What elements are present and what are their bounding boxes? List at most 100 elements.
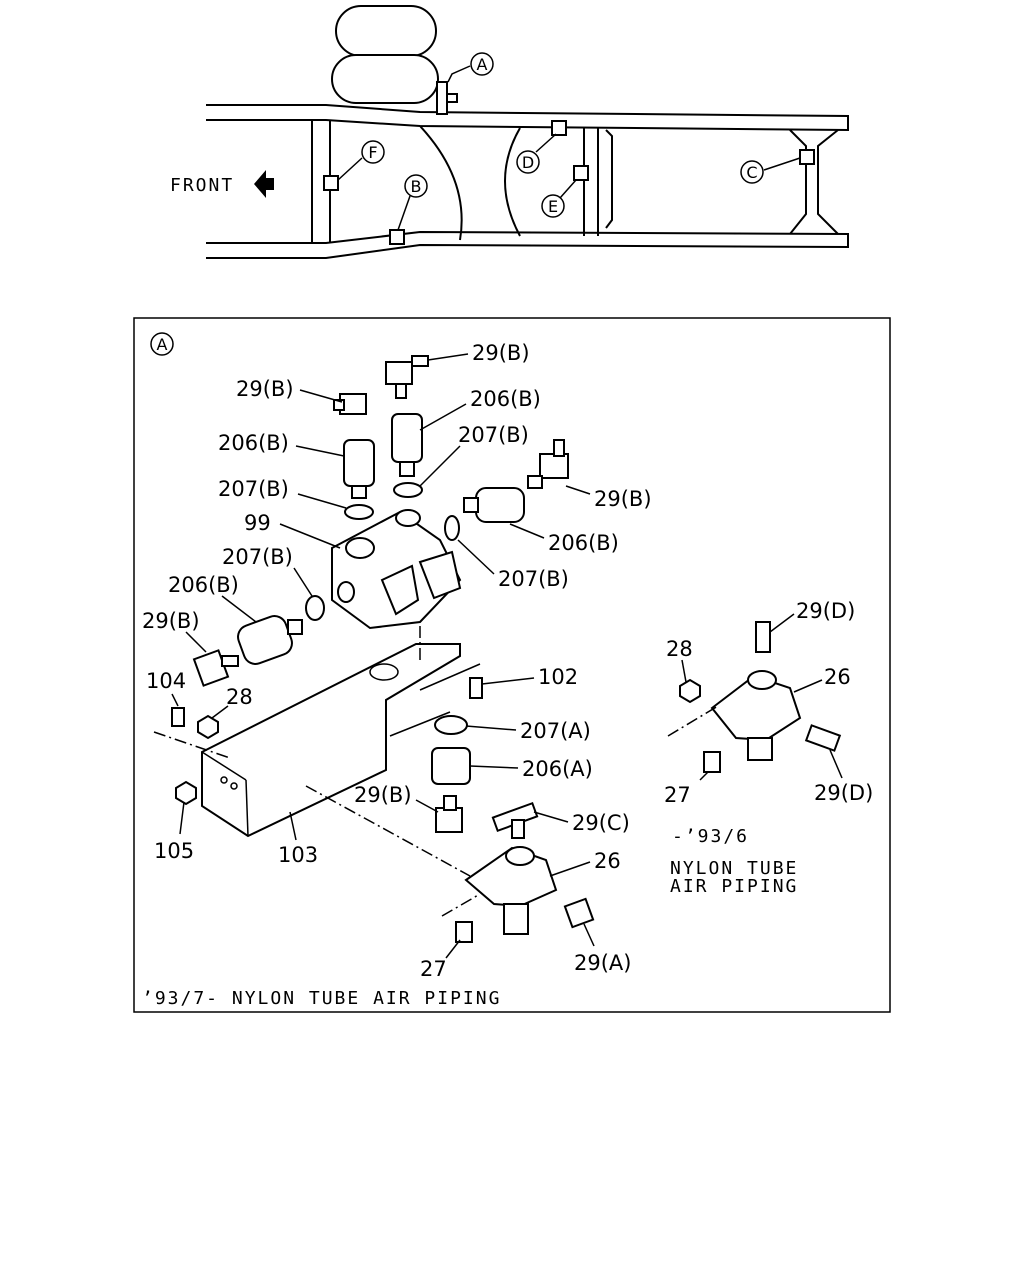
ld-18 <box>469 765 519 769</box>
align-3 <box>389 711 451 737</box>
valve-a-body <box>436 81 448 115</box>
air-tank-lower <box>331 54 439 104</box>
elbow-29b-bottom-port <box>443 795 457 811</box>
svg-text:D: D <box>522 153 534 172</box>
align-4 <box>153 731 231 759</box>
elbow-29b-right-port <box>553 439 565 457</box>
alignment-lines <box>153 626 719 917</box>
ld-30 <box>829 749 843 779</box>
cross-member-2 <box>419 125 463 241</box>
ld-12 <box>221 595 257 623</box>
callout-a: A <box>470 52 494 76</box>
label-29b-e: 29(B) <box>354 783 412 807</box>
label-29b-d: 29(B) <box>142 609 200 633</box>
panel-footer-note: ’93/7- NYLON TUBE AIR PIPING <box>142 988 501 1009</box>
ld-23 <box>549 861 591 877</box>
callout-d: D <box>516 150 540 174</box>
label-29a: 29(A) <box>574 951 631 975</box>
check-valve-26-top <box>505 846 535 866</box>
label-207b-c: 207(B) <box>498 567 569 591</box>
label-27b: 27 <box>664 783 691 807</box>
bolt-27 <box>455 921 473 943</box>
bracket-103-hole2 <box>220 776 228 784</box>
ld-11 <box>293 567 313 597</box>
frame-rail-upper <box>206 104 849 132</box>
tee-29c-stem <box>511 819 525 839</box>
ld-7 <box>565 485 591 495</box>
elbow-29b-top-stem <box>395 383 407 399</box>
align-6 <box>441 893 481 917</box>
ld-1 <box>427 353 469 361</box>
nut-28-inset <box>679 678 701 704</box>
label-206b-c: 206(B) <box>548 531 619 555</box>
label-102: 102 <box>538 665 578 689</box>
leader-d <box>535 133 557 153</box>
label-206b-d: 206(B) <box>168 573 239 597</box>
label-103: 103 <box>278 843 318 867</box>
leader-e <box>559 179 577 199</box>
ld-14 <box>171 693 179 707</box>
svg-text:B: B <box>411 177 422 196</box>
washer-207b-right <box>444 515 460 541</box>
valve-d <box>551 120 567 136</box>
label-207b-d: 207(B) <box>222 545 293 569</box>
frame-rail-lower <box>206 230 849 259</box>
label-29d-a: 29(D) <box>796 599 855 623</box>
label-26b: 26 <box>824 665 851 689</box>
ld-10 <box>457 539 495 575</box>
label-99: 99 <box>244 511 271 535</box>
nut-28 <box>197 714 219 740</box>
ld-25 <box>583 923 595 947</box>
leader-f <box>337 157 363 181</box>
ld-28 <box>793 679 823 693</box>
label-104: 104 <box>146 669 186 693</box>
label-207b-b: 207(B) <box>218 477 289 501</box>
relay-valve-99-port2 <box>395 509 421 527</box>
washer-207a <box>434 715 468 735</box>
ld-17 <box>465 725 517 731</box>
bolt-104 <box>171 707 185 727</box>
align-2 <box>419 663 481 691</box>
label-leaders <box>171 353 843 959</box>
fitting-29d-right <box>804 724 842 752</box>
bolt-27-inset <box>703 751 721 773</box>
ld-13 <box>185 631 207 653</box>
valve-b <box>389 229 405 245</box>
elbow-29b-left-port <box>333 399 345 411</box>
chassis-overview: A F B D E C FRONT <box>170 5 849 259</box>
adapter-206a <box>431 747 471 785</box>
elbow-29b-top <box>385 361 413 385</box>
label-26a: 26 <box>594 849 621 873</box>
ld-4 <box>295 445 345 457</box>
label-206b-b: 206(B) <box>218 431 289 455</box>
adapter-206b-right-stem <box>463 497 479 513</box>
ld-24 <box>445 939 461 959</box>
label-207b-a: 207(B) <box>458 423 529 447</box>
nut-105 <box>175 780 197 806</box>
front-label: FRONT <box>170 175 234 196</box>
label-29b-c: 29(B) <box>594 487 652 511</box>
align-7 <box>667 705 719 737</box>
bracket-103-hole3 <box>230 782 238 790</box>
ld-15 <box>211 705 229 719</box>
ld-20 <box>533 811 569 823</box>
elbow-29b-top-port <box>411 355 429 367</box>
leader-c <box>763 157 801 171</box>
adapter-206b-top-stem <box>399 461 415 477</box>
elbow-29b-bottom <box>435 807 463 833</box>
relay-valve-99-side-port <box>337 581 355 603</box>
label-28b: 28 <box>666 637 693 661</box>
check-valve-26-bottom <box>503 903 529 935</box>
ld-29 <box>699 771 709 781</box>
bracket-103-edge <box>245 779 249 837</box>
elbow-29b-lower-port <box>221 655 239 667</box>
callout-c: C <box>740 160 764 184</box>
svg-text:F: F <box>368 143 377 162</box>
exploded-parts <box>171 355 842 943</box>
label-105: 105 <box>154 839 194 863</box>
leader-b <box>397 195 411 231</box>
align-5 <box>305 785 471 877</box>
elbow-29b-right-stem <box>527 475 543 489</box>
ld-22 <box>289 811 297 841</box>
